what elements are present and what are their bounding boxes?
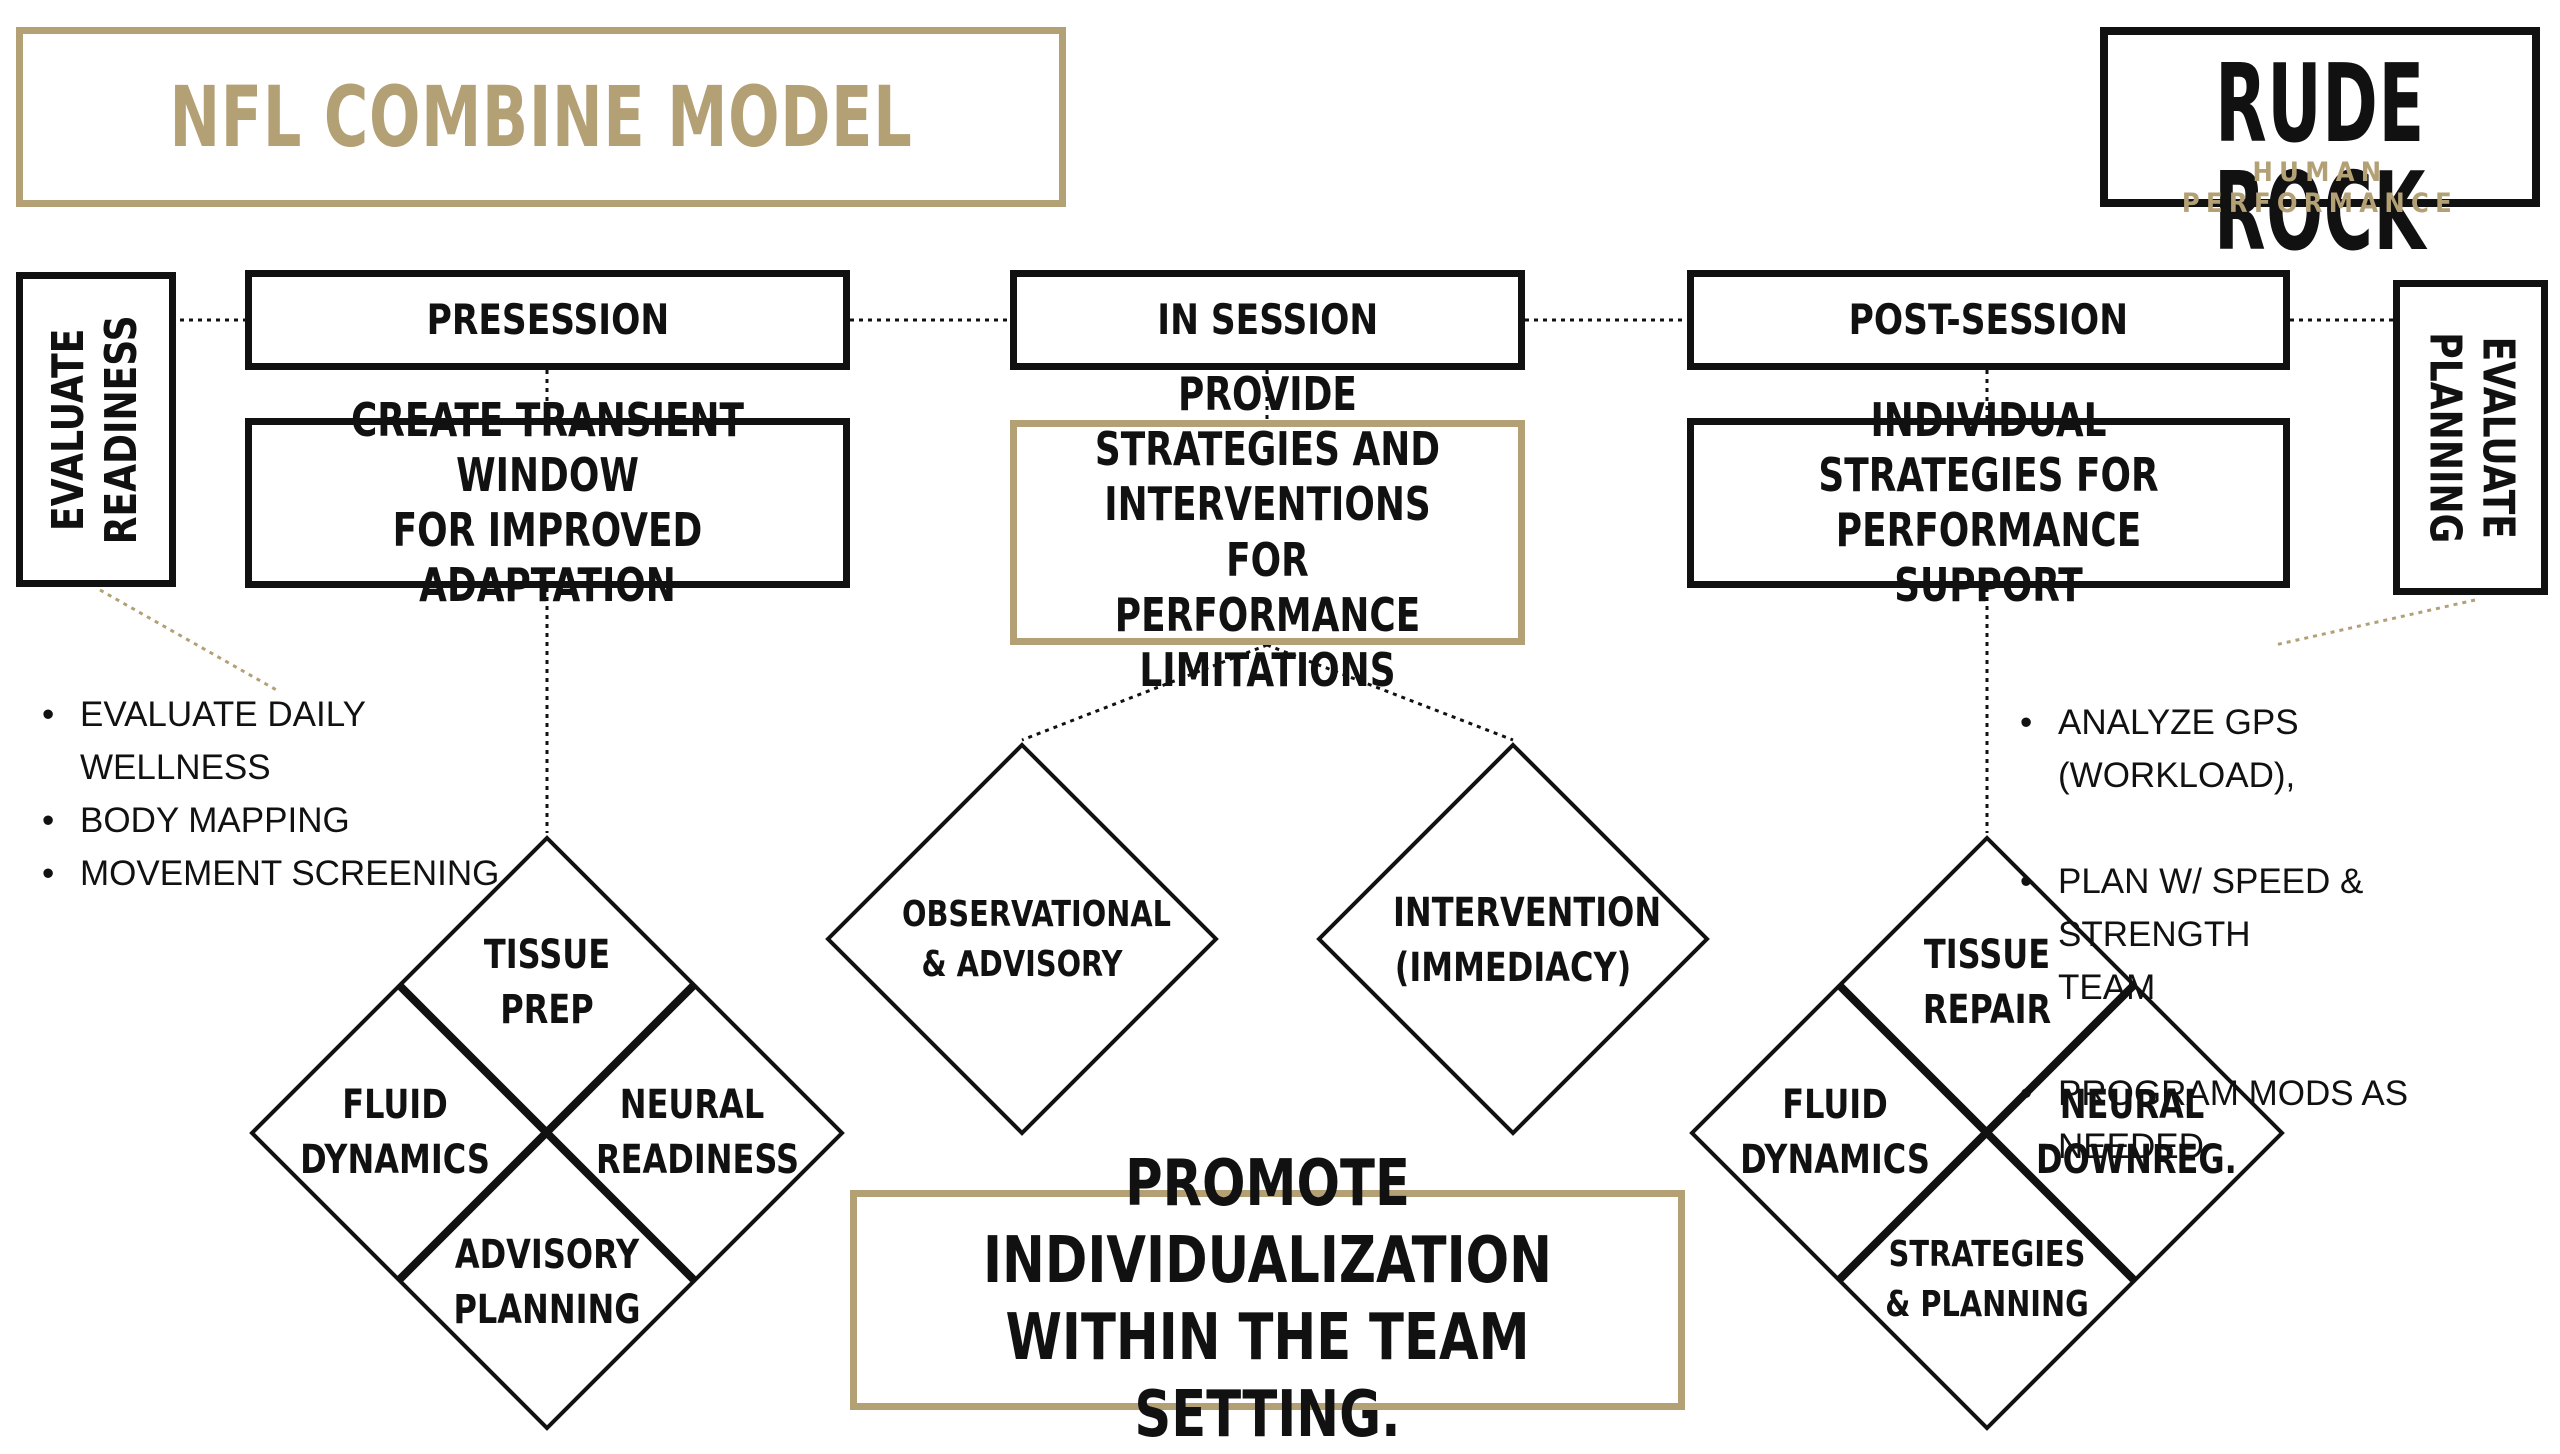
connector-in-diamond-left: [1021, 643, 1268, 742]
post-quadrant-top-label: TISSUE REPAIR: [1922, 932, 2052, 1034]
title-box: NFL COMBINE MODEL: [16, 27, 1066, 207]
phase-post-session-label: POST-SESSION: [1848, 294, 2129, 344]
in-session-description: PROVIDE STRATEGIES AND INTERVENTIONS FOR…: [1094, 366, 1441, 697]
connector-in-diamond-right: [1266, 643, 1514, 742]
pre-quadrant-divider-2: [396, 982, 697, 1283]
logo-wordmark: RUDE ROCK: [2213, 42, 2426, 275]
pre-quadrant-bottom-label: ADVISORY PLANNING: [453, 1232, 641, 1334]
list-item: BODY MAPPING: [42, 794, 562, 847]
post-session-description-box: INDIVIDUAL STRATEGIES FOR PERFORMANCE SU…: [1687, 393, 2290, 612]
intervention-immediacy-label: INTERVENTION (IMMEDIACY): [1393, 890, 1662, 992]
list-item: PLAN W/ SPEED & STRENGTH TEAM: [2020, 855, 2540, 1014]
list-item: PROGRAM MODS AS NEEDED: [2020, 1067, 2540, 1173]
readiness-bullet-list: EVALUATE DAILY WELLNESS BODY MAPPING MOV…: [42, 688, 562, 900]
rude-rock-logo: RUDE ROCK HUMAN PERFORMANCE: [2100, 27, 2540, 267]
logo-tagline: HUMAN PERFORMANCE: [2181, 157, 2459, 219]
promote-individualization-text: PROMOTE INDIVIDUALIZATION WITHIN THE TEA…: [982, 1147, 1553, 1452]
in-session-description-box: PROVIDE STRATEGIES AND INTERVENTIONS FOR…: [1010, 367, 1525, 697]
page-title: NFL COMBINE MODEL: [169, 67, 913, 166]
list-item: ANALYZE GPS (WORKLOAD),: [2020, 696, 2540, 802]
pre-quadrant-left-label: FLUID DYNAMICS: [300, 1082, 490, 1184]
post-quadrant-right-label: NEURAL DOWNREG.: [2036, 1082, 2237, 1184]
phase-presession-label: PRESESSION: [426, 294, 669, 344]
post-session-description: INDIVIDUAL STRATEGIES FOR PERFORMANCE SU…: [1818, 392, 2159, 613]
presession-description-box: CREATE TRANSIENT WINDOW FOR IMPROVED ADA…: [245, 393, 850, 612]
list-item: MOVEMENT SCREENING: [42, 847, 562, 900]
evaluate-readiness-box: EVALUATE READINESS: [16, 272, 176, 587]
connector-readiness-bullets: [99, 588, 281, 694]
phase-presession: PRESESSION: [245, 270, 850, 370]
presession-description: CREATE TRANSIENT WINDOW FOR IMPROVED ADA…: [350, 392, 745, 613]
evaluate-planning-label: EVALUATE PLANNING: [2419, 332, 2524, 543]
phase-in-session-label: IN SESSION: [1157, 294, 1378, 344]
phase-post-session: POST-SESSION: [1687, 270, 2290, 370]
intervention-diamond: [1316, 742, 1710, 1136]
observational-diamond: [825, 742, 1219, 1136]
post-quadrant-left-label: FLUID DYNAMICS: [1740, 1082, 1930, 1184]
evaluate-readiness-label: EVALUATE READINESS: [43, 315, 148, 544]
evaluate-planning-box: EVALUATE PLANNING: [2393, 280, 2548, 595]
post-quadrant-bottom-label: STRATEGIES & PLANNING: [1885, 1234, 2089, 1325]
phase-in-session: IN SESSION: [1010, 270, 1525, 370]
planning-bullet-list: ANALYZE GPS (WORKLOAD), PLAN W/ SPEED & …: [2020, 643, 2540, 1226]
list-item: EVALUATE DAILY WELLNESS: [42, 688, 562, 794]
post-quadrant-divider-2: [1836, 982, 2137, 1283]
promote-individualization-box: PROMOTE INDIVIDUALIZATION WITHIN THE TEA…: [850, 1147, 1685, 1452]
pre-quadrant-right-label: NEURAL READINESS: [596, 1082, 800, 1184]
pre-quadrant-top-label: TISSUE PREP: [483, 932, 611, 1034]
connector-planning-bullets: [2274, 598, 2476, 647]
observational-advisory-label: OBSERVATIONAL & ADVISORY: [902, 894, 1172, 985]
